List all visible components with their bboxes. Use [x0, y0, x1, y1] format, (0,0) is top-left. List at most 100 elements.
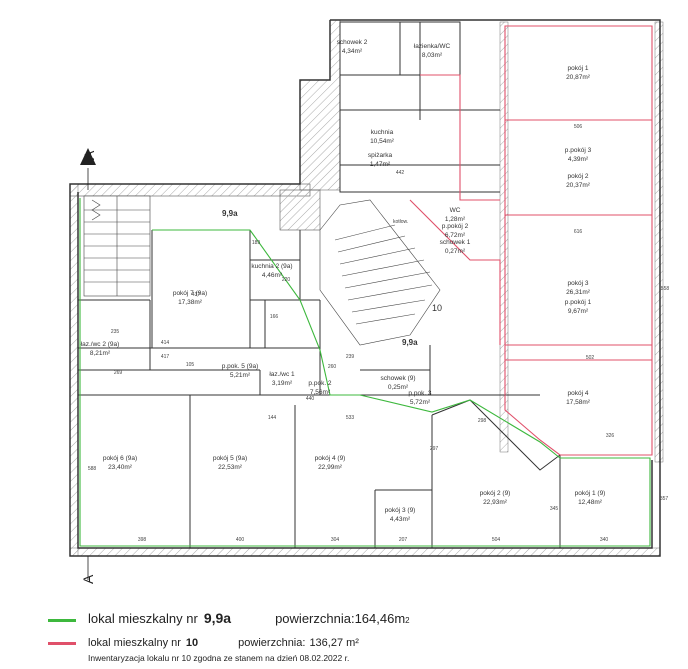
- legend: lokal mieszkalny nr 9,9a powierzchnia: 1…: [0, 600, 688, 669]
- unit-10-outline: [409, 25, 653, 456]
- dimension-label: 207: [399, 537, 408, 543]
- room-area: 12,48m²: [578, 499, 603, 506]
- room-area: 22,93m²: [483, 499, 508, 506]
- room-area: 26,31m²: [566, 289, 591, 296]
- room-area: 8,03m²: [422, 52, 443, 59]
- dimension-label: 558: [661, 286, 670, 292]
- unit-9-9a-outline: [79, 198, 651, 547]
- room-area: 5,21m²: [230, 372, 251, 379]
- room-name: p.pok. 2: [308, 380, 332, 387]
- legend-row1-label: lokal mieszkalny nr: [88, 611, 198, 626]
- stairwell-left: [83, 195, 151, 297]
- room-name: WC: [450, 207, 461, 214]
- dimension-label: 400: [236, 537, 245, 543]
- room-area: 5,72m²: [410, 399, 431, 406]
- room-name: schowek 1: [440, 239, 471, 246]
- dimension-label: 220: [282, 277, 291, 283]
- room-area: 0,27m²: [445, 248, 466, 255]
- dimension-label: 144: [268, 415, 277, 421]
- room-name: pokój 1 (9): [575, 490, 606, 497]
- room-area: 17,58m²: [566, 399, 591, 406]
- room-name: pokój 2 (9): [480, 490, 511, 497]
- dimension-label: 440: [306, 396, 315, 402]
- dimension-label: 417: [161, 354, 170, 360]
- dimension-label: 504: [492, 537, 501, 543]
- room-name: pokój 3: [568, 280, 589, 287]
- room-name: pokój 3 (9): [385, 507, 416, 514]
- dimension-label: 304: [331, 537, 340, 543]
- dimension-label: 414: [161, 340, 170, 346]
- legend-row1-number: 9,9a: [203, 610, 232, 626]
- room-name: pokój 6 (9a): [103, 455, 137, 462]
- section-marker-bottom: A: [80, 556, 96, 584]
- room-name: kuchnia 2 (9a): [251, 263, 292, 270]
- interior-walls: [78, 229, 561, 548]
- room-area: 4,46m²: [262, 272, 283, 279]
- room-area: 4,34m²: [342, 48, 363, 55]
- dimension-label: 502: [586, 355, 595, 361]
- legend-row2-number: 10: [185, 637, 199, 649]
- room-name: łaz./wc 2 (9a): [81, 341, 120, 348]
- room-name: kuchnia: [371, 129, 394, 136]
- legend-swatch-9-9a: [48, 619, 76, 622]
- dimension-label: 235: [111, 329, 120, 335]
- dimension-label: 533: [346, 415, 355, 421]
- room-name: pokój 7 (9a): [173, 290, 207, 297]
- legend-row1-area-label: powierzchnia:: [275, 611, 355, 626]
- room-area: 3,19m²: [272, 380, 293, 387]
- room-area: 22,99m²: [318, 464, 343, 471]
- dimension-label: 189: [252, 240, 261, 246]
- room-area: 7,56m²: [310, 389, 331, 396]
- room-area: 1,47m²: [370, 161, 391, 168]
- legend-row1-area-sup: 2: [405, 616, 410, 625]
- room-area: 20,37m²: [566, 182, 591, 189]
- legend-note: Inwentaryzacja lokalu nr 10 zgodna ze st…: [88, 653, 349, 663]
- section-marker-top-label: A: [81, 150, 97, 160]
- room-name: p.pokój 3: [565, 147, 592, 154]
- room-name: pokój 4: [568, 390, 589, 397]
- unit-tag-9-9a: 9,9a: [222, 209, 238, 218]
- legend-swatch-10: [48, 642, 76, 645]
- room-area: 23,40m²: [108, 464, 133, 471]
- room-area: 9,67m²: [568, 308, 589, 315]
- room-name: pokój 2: [568, 173, 589, 180]
- legend-row-9-9a: lokal mieszkalny nr 9,9a powierzchnia: 1…: [88, 610, 410, 626]
- room-area: 22,53m²: [218, 464, 243, 471]
- room-area: 4,39m²: [568, 156, 589, 163]
- room-name: p.pokój 1: [565, 299, 592, 306]
- room-area: 20,87m²: [566, 74, 591, 81]
- room-name: łaz./wc 1: [269, 371, 295, 378]
- room-name: pokój 1: [568, 65, 589, 72]
- dimension-label: 616: [574, 229, 583, 235]
- kotlownia-label: kotłow.: [393, 219, 408, 225]
- legend-row1-area-value: 164,46m: [354, 611, 406, 626]
- section-marker-top: A: [80, 148, 97, 190]
- dimension-label: 437: [192, 292, 201, 298]
- room-name: łazienka/WC: [414, 43, 451, 50]
- dimension-label: 442: [396, 170, 405, 176]
- room-area: 10,54m²: [370, 138, 395, 145]
- dimension-label: 357: [660, 496, 669, 502]
- dimension-label: 269: [114, 370, 123, 376]
- legend-row-10: lokal mieszkalny nr 10 powierzchnia: 136…: [88, 637, 359, 649]
- unit-tag-10: 10: [432, 303, 442, 313]
- room-name: p.pok. 3: [408, 390, 432, 397]
- room-area: 4,43m²: [390, 516, 411, 523]
- room-area: 17,38m²: [178, 299, 203, 306]
- room-name: spiżarka: [368, 152, 393, 159]
- room-name: p.pok. 5 (9a): [222, 363, 259, 370]
- dimension-label: 340: [600, 537, 609, 543]
- legend-row2-area-value: 136,27 m²: [309, 637, 359, 649]
- unit-tag-9-9a-lower: 9,9a: [402, 338, 418, 347]
- room-name: schowek 2: [337, 39, 368, 46]
- dimension-label: 398: [138, 537, 147, 543]
- section-marker-bottom-label: A: [80, 574, 96, 584]
- room-name: pokój 4 (9): [315, 455, 346, 462]
- dimension-label: 105: [186, 362, 195, 368]
- dimension-label: 166: [270, 314, 279, 320]
- dimension-label: 345: [550, 506, 559, 512]
- legend-row2-area-label: powierzchnia:: [238, 637, 306, 649]
- room-area: 8,21m²: [90, 350, 111, 357]
- room-labels: pokój 7 (9a) 17,38m² pokój 6 (9a) 23,40m² po…: [81, 39, 606, 523]
